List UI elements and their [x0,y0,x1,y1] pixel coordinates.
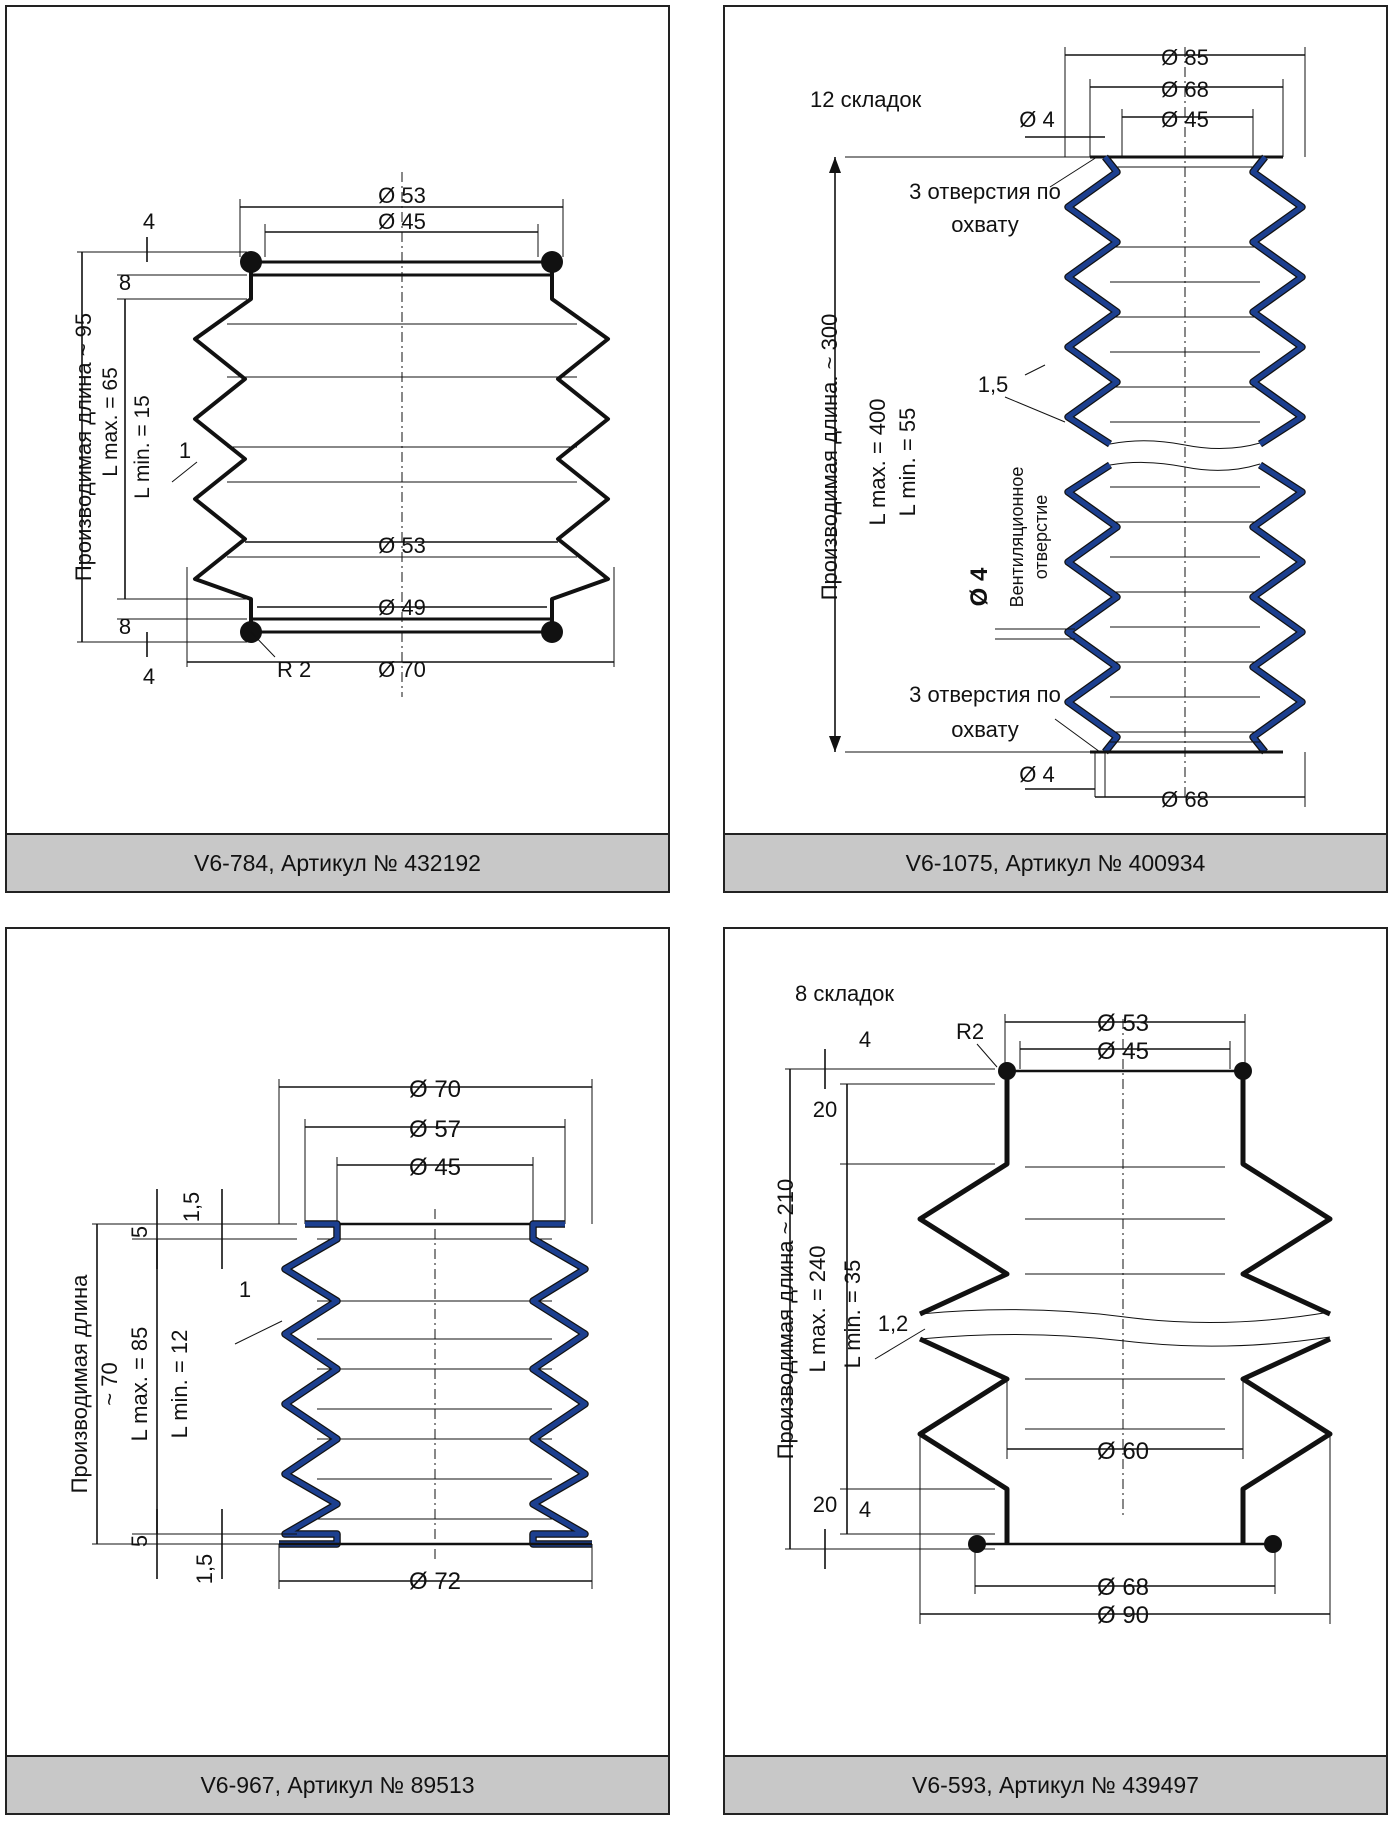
dim-label: 8 [119,270,131,295]
dim-label: 5 [127,1226,152,1238]
thickness-label: 1,2 [878,1311,909,1336]
drawing-panel-v6-593: 8 складок Ø 53 Ø 45 R2 [723,927,1388,1815]
dia-label: Ø 53 [378,533,426,558]
caption: V6-784, Артикул № 432192 [7,833,668,891]
bellows-drawing: 8 складок Ø 53 Ø 45 R2 [773,981,1333,1629]
vent-dia-label: Ø 4 [966,567,993,606]
bellows-drawing: Ø 70 Ø 57 Ø 45 Ø 72 [67,1076,593,1595]
dim-label: 4 [859,1497,871,1522]
dia-label: Ø 57 [409,1116,461,1143]
length-label: Производимая длина. ~ 300 [817,314,842,601]
dim-label: 1,5 [192,1554,217,1585]
folds-label: 12 складок [810,87,922,112]
holes-note: 3 отверстия по [909,682,1061,707]
lmax-label: L max. = 240 [805,1246,830,1373]
hole-dia-label: Ø 4 [1019,762,1054,787]
dim-label: 4 [859,1027,871,1052]
dia-label: Ø 68 [1161,787,1209,812]
dim-label: 4 [143,209,155,234]
dia-label: Ø 85 [1161,45,1209,70]
dia-label: Ø 53 [1097,1010,1149,1037]
dia-label: Ø 45 [1097,1038,1149,1065]
dia-label: Ø 70 [409,1076,461,1103]
length-label: Производимая длина ~ 210 [773,1179,798,1460]
holes-note: охвату [951,212,1019,237]
lmax-label: L max. = 400 [865,399,890,526]
thickness-label: 1 [239,1277,251,1302]
dia-label: Ø 72 [409,1568,461,1595]
thickness-label: 1,5 [978,372,1009,397]
caption: V6-967, Артикул № 89513 [7,1755,668,1813]
dia-label: Ø 53 [378,183,426,208]
caption: V6-593, Артикул № 439497 [725,1755,1386,1813]
lmin-label: L min. = 15 [131,395,154,499]
holes-note: 3 отверстия по [909,179,1061,204]
dia-label: Ø 68 [1097,1574,1149,1601]
thickness-label: 1 [179,438,191,463]
lmax-label: L max. = 65 [99,367,122,477]
lmin-label: L min. = 12 [167,1330,192,1439]
dim-label: 1,5 [179,1192,204,1223]
dia-label: Ø 68 [1161,77,1209,102]
holes-note: охвату [951,717,1019,742]
length-label: Производимая длина [67,1274,92,1493]
dim-label: 5 [127,1535,152,1547]
drawing-panel-v6-967: Ø 70 Ø 57 Ø 45 Ø 72 [5,927,670,1815]
drawing-panel-v6-784: Ø 53 Ø 45 Ø 53 Ø 49 Ø 70 R 2 4 8 8 4 1 П… [5,5,670,893]
dia-label: Ø 70 [378,657,426,682]
dim-label: 4 [143,664,155,689]
radius-label: R2 [956,1019,984,1044]
dim-label: 8 [119,614,131,639]
dia-label: Ø 60 [1097,1438,1149,1465]
dia-label: Ø 45 [1161,107,1209,132]
dia-label: Ø 45 [409,1154,461,1181]
dim-label: 20 [813,1492,837,1517]
radius-label: R 2 [277,657,311,682]
caption: V6-1075, Артикул № 400934 [725,833,1386,891]
hole-dia-label: Ø 4 [1019,107,1054,132]
lmin-label: L min. = 55 [895,408,920,517]
drawing-panel-v6-1075: 12 складок Ø 85 Ø 68 Ø 45 Ø 4 3 отверсти… [723,5,1388,893]
bellows-drawing: 12 складок Ø 85 Ø 68 Ø 45 Ø 4 3 отверсти… [810,45,1306,812]
dia-label: Ø 45 [378,209,426,234]
length-label: Производимая длина ~ 95 [71,313,96,581]
folds-label: 8 складок [795,981,894,1006]
dia-label: Ø 49 [378,595,426,620]
vent-note: отверстие [1031,495,1051,580]
length-label: ~ 70 [97,1362,122,1405]
lmin-label: L min. = 35 [840,1260,865,1369]
dim-label: 20 [813,1097,837,1122]
vent-note: Вентиляционное [1007,467,1027,608]
lmax-label: L max. = 85 [127,1327,152,1442]
dia-label: Ø 90 [1097,1602,1149,1629]
bellows-drawing: Ø 53 Ø 45 Ø 53 Ø 49 Ø 70 R 2 4 8 8 4 1 П… [71,172,615,697]
